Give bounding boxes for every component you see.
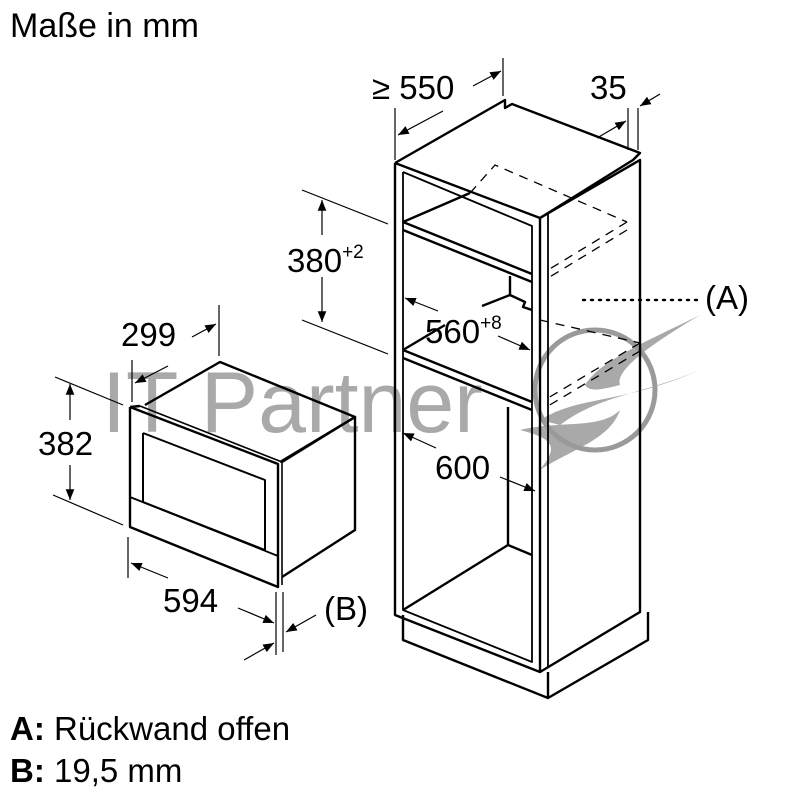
page-title: Maße in mm	[10, 7, 199, 45]
niche-height-label: 380+2	[287, 242, 364, 279]
watermark-text: IT Partner	[102, 355, 483, 451]
legend-item-b: B: 19,5 mm	[10, 750, 290, 792]
legend-key-a: A:	[10, 710, 45, 747]
callout-b-label: (B)	[324, 590, 368, 627]
cabinet-width-label: 600	[435, 449, 490, 486]
dimension-niche-width	[404, 297, 531, 351]
dimension-niche-height	[301, 189, 389, 355]
dimension-appliance-height	[52, 376, 124, 526]
appliance-depth-label: 299	[121, 316, 176, 353]
appliance-height-label: 382	[38, 425, 93, 462]
panel-offset-label: 35	[590, 69, 627, 106]
microwave-appliance	[128, 360, 357, 589]
dimension-panel-offset	[596, 93, 661, 150]
niche-width-label: 560+8	[425, 313, 502, 350]
cabinet-depth-label: ≥ 550	[372, 69, 454, 106]
dimension-cabinet-width	[402, 432, 536, 492]
tall-cabinet	[393, 98, 650, 700]
legend-text-b: 19,5 mm	[54, 752, 183, 789]
dimension-b-offset	[243, 592, 317, 661]
dimension-appliance-depth	[131, 305, 220, 402]
watermark-logo-icon	[520, 315, 700, 470]
legend-item-a: A: Rückwand offen	[10, 708, 290, 750]
hidden-lines	[469, 164, 641, 407]
watermark: IT Partner	[102, 315, 700, 470]
callout-a-label: (A)	[705, 279, 749, 316]
dimension-cabinet-depth	[394, 58, 504, 160]
legend: A: Rückwand offen B: 19,5 mm	[10, 708, 290, 792]
dimension-appliance-width	[127, 537, 277, 655]
legend-text-a: Rückwand offen	[54, 710, 291, 747]
appliance-width-label: 594	[163, 582, 218, 619]
legend-key-b: B:	[10, 752, 45, 789]
